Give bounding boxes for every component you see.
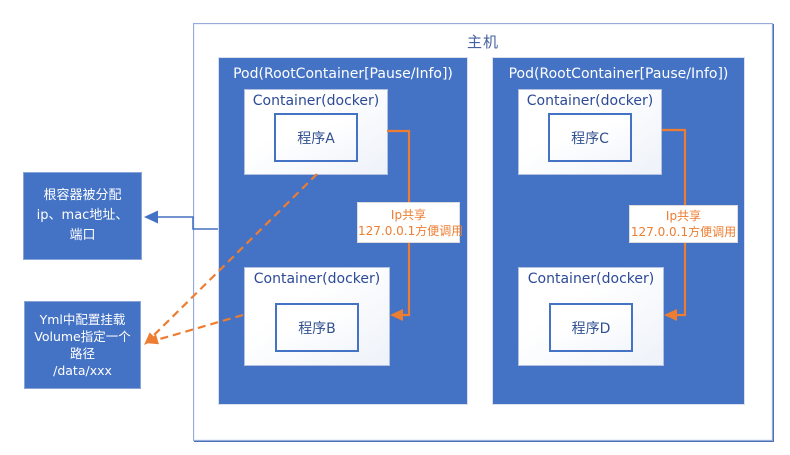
- volume-note: Yml中配置挂载 Volume指定一个 路径 /data/xxx: [24, 301, 141, 389]
- program-a-label: 程序A: [297, 130, 335, 147]
- volume-dashed-arrow-2-head-icon: [145, 334, 159, 345]
- container-a-box: Container(docker) 程序A: [244, 89, 388, 175]
- volume-note-line3: 路径: [69, 346, 95, 361]
- pod-1-title: Pod(RootContainer[Pause/Info]): [233, 66, 453, 82]
- ip-share-note-1-line1: Ip共享: [390, 207, 427, 222]
- host-title: 主机: [466, 33, 499, 51]
- program-d-label: 程序D: [571, 320, 611, 337]
- volume-note-line4: /data/xxx: [53, 363, 112, 378]
- ip-share-note-2-line2: 127.0.0.1方便调用: [630, 225, 737, 239]
- root-container-arrow-head-icon: [144, 210, 158, 224]
- container-d-box: Container(docker) 程序D: [518, 267, 664, 366]
- root-container-note-line1: 根容器被分配: [43, 188, 122, 203]
- program-c-box: 程序C: [548, 113, 632, 162]
- program-d-box: 程序D: [549, 303, 633, 352]
- container-c-box: Container(docker) 程序C: [518, 89, 662, 175]
- container-c-title: Container(docker): [526, 93, 654, 109]
- pod-2-title: Pod(RootContainer[Pause/Info]): [508, 66, 729, 82]
- root-container-note-line3: 端口: [69, 228, 96, 243]
- ip-share-note-2-line1: Ip共享: [665, 209, 702, 223]
- container-b-title: Container(docker): [253, 271, 381, 287]
- program-b-box: 程序B: [275, 303, 359, 352]
- ip-share-note-1-line2: 127.0.0.1方便调用: [358, 223, 464, 238]
- root-container-note-line2: ip、mac地址、: [36, 208, 129, 223]
- volume-note-line2: Volume指定一个: [34, 329, 131, 344]
- container-b-box: Container(docker) 程序B: [244, 267, 390, 366]
- volume-dashed-arrow-1-head-icon: [144, 332, 157, 345]
- root-container-note: 根容器被分配 ip、mac地址、 端口: [23, 172, 142, 260]
- volume-note-line1: Yml中配置挂载: [39, 312, 126, 327]
- ip-share-note-1: Ip共享 127.0.0.1方便调用: [357, 202, 464, 243]
- program-c-label: 程序C: [571, 130, 609, 147]
- container-a-title: Container(docker): [252, 93, 380, 109]
- ip-share-note-2: Ip共享 127.0.0.1方便调用: [629, 205, 738, 243]
- container-d-title: Container(docker): [527, 271, 655, 287]
- program-a-box: 程序A: [274, 113, 358, 162]
- program-b-label: 程序B: [298, 320, 336, 337]
